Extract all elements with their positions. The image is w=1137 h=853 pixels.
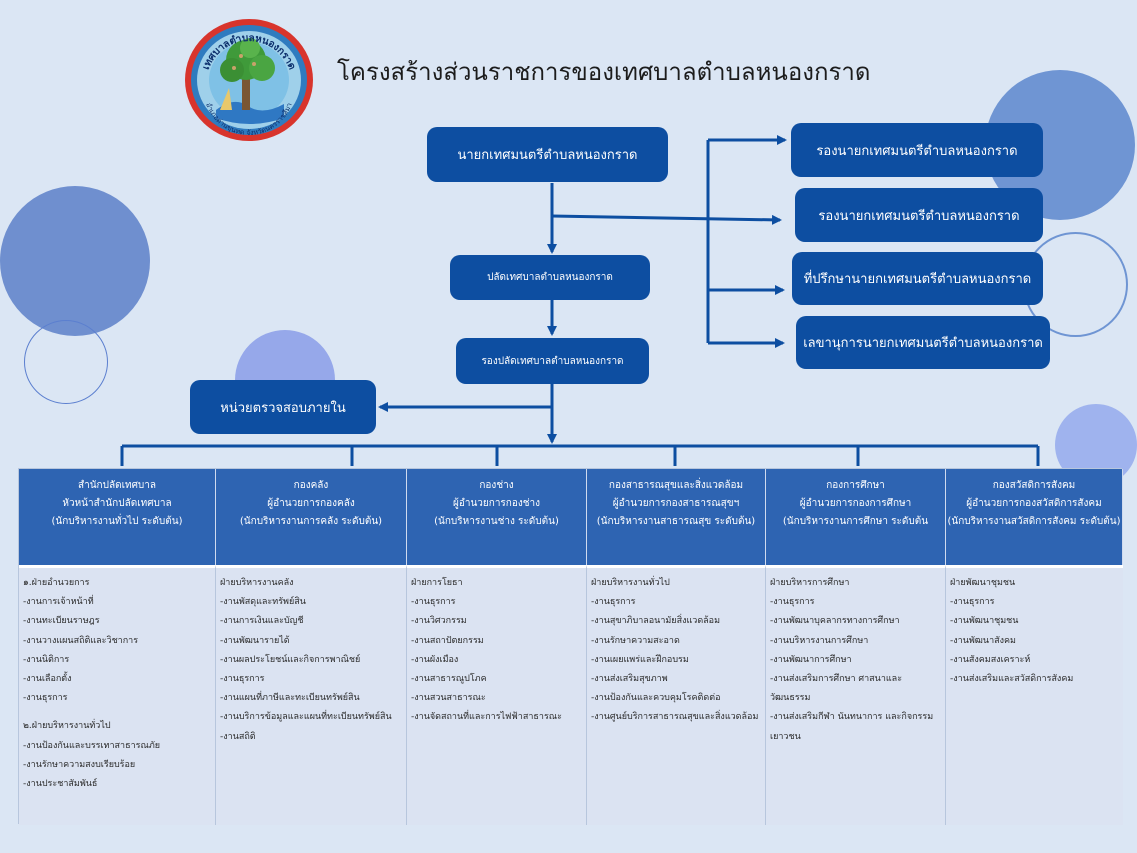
task-item: -งานทะเบียนราษฎร (23, 616, 100, 627)
mayor-advisor-box: ที่ปรึกษานายกเทศมนตรีตำบลหนองกราด (792, 252, 1043, 305)
department-name: กองสวัสดิการสังคม (992, 480, 1076, 491)
department-tasks: ฝ่ายบริหารงานคลัง -งานพัสดุและทรัพย์สิน … (216, 565, 407, 825)
task-item: -งานการเงินและบัญชี (220, 616, 304, 627)
page-title: โครงสร้างส่วนราชการของเทศบาลตำบลหนองกราด (337, 58, 871, 86)
department-head: ผู้อำนวยการกองสวัสดิการสังคม (966, 498, 1102, 509)
department-tasks: ฝ่ายการโยธา -งานธุรการ -งานวิศวกรรม -งาน… (407, 565, 587, 825)
department-name: กองคลัง (293, 480, 329, 491)
task-item: -งานวางแผนสถิติและวิชาการ (23, 635, 139, 646)
department-tasks: ๑.ฝ่ายอำนวยการ -งานการเจ้าหน้าที่ -งานทะ… (19, 565, 216, 825)
departments-table: สำนักปลัดเทศบาล หัวหน้าสำนักปลัดเทศบาล (… (18, 468, 1123, 825)
department-header: กองสวัสดิการสังคม ผู้อำนวยการกองสวัสดิกา… (946, 469, 1123, 565)
department-head: ผู้อำนวยการกองช่าง (452, 498, 541, 509)
task-item: -งานธุรการ (770, 597, 815, 608)
task-item: -งานศูนย์บริการสาธารณสุขและสิ่งแวดล้อม (591, 712, 759, 723)
deputy-clerk-box: รองปลัดเทศบาลตำบลหนองกราด (456, 338, 649, 384)
department-level: (นักบริหารงานช่าง ระดับต้น) (434, 516, 559, 527)
department-header: กองคลัง ผู้อำนวยการกองคลัง (นักบริหารงาน… (216, 469, 407, 565)
department-name: กองช่าง (479, 480, 514, 491)
task-item: ๒.ฝ่ายบริหารงานทั่วไป (23, 721, 111, 732)
mayor-box: นายกเทศมนตรีตำบลหนองกราด (427, 127, 668, 182)
deputy-mayor-box-2: รองนายกเทศมนตรีตำบลหนองกราด (795, 188, 1043, 242)
task-item: ฝ่ายการโยธา (411, 578, 463, 588)
task-item: -งานธุรการ (591, 597, 636, 608)
deputy-mayor-box-1: รองนายกเทศมนตรีตำบลหนองกราด (791, 123, 1043, 177)
task-item: -งานส่งเสริมกีฬา นันทนาการ และกิจกรรมเยา… (770, 712, 934, 742)
municipality-seal-logo: เทศบาลตำบลหนองกราด อำเภอด่านขุนทด จังหวั… (185, 19, 313, 141)
department-tasks: ฝ่ายพัฒนาชุมชน -งานธุรการ -งานพัฒนาชุมชน… (946, 565, 1123, 825)
municipal-clerk-box: ปลัดเทศบาลตำบลหนองกราด (450, 255, 650, 300)
department-head: ผู้อำนวยการกองคลัง (267, 498, 355, 509)
task-item: -งานพัสดุและทรัพย์สิน (220, 597, 306, 608)
task-item: -งานเผยแพร่และฝึกอบรม (591, 654, 689, 665)
task-item: -งานแผนที่ภาษีและทะเบียนทรัพย์สิน (220, 693, 360, 704)
task-item: -งานนิติการ (23, 654, 70, 665)
task-item: -งานบริการข้อมูลและแผนที่ทะเบียนทรัพย์สิ… (220, 712, 392, 723)
task-item: -งานส่งเสริมและสวัสดิการสังคม (950, 674, 1074, 685)
department-name: กองการศึกษา (826, 480, 885, 491)
department-name: สำนักปลัดเทศบาล (77, 480, 157, 491)
task-item: -งานสุขาภิบาลอนามัยสิ่งแวดล้อม (591, 616, 721, 627)
task-item: -งานจัดสถานที่และการไฟฟ้าสาธารณะ (411, 712, 562, 723)
department-level: (นักบริหารงานสวัสดิการสังคม ระดับต้น) (947, 516, 1121, 527)
department-header: สำนักปลัดเทศบาล หัวหน้าสำนักปลัดเทศบาล (… (19, 469, 216, 565)
task-item: -งานพัฒนาสังคม (950, 635, 1016, 646)
task-item: -งานรักษาความสะอาด (591, 635, 680, 646)
mayor-secretary-box: เลขานุการนายกเทศมนตรีตำบลหนองกราด (796, 316, 1050, 369)
task-item: -งานป้องกันและควบคุมโรคติดต่อ (591, 693, 721, 704)
task-item: ฝ่ายพัฒนาชุมชน (950, 578, 1016, 588)
task-item: ฝ่ายบริหารงานคลัง (220, 578, 294, 588)
department-name: กองสาธารณสุขและสิ่งแวดล้อม (608, 480, 744, 491)
department-level: (นักบริหารงานการคลัง ระดับต้น) (239, 516, 383, 527)
task-item: -งานสวนสาธารณะ (411, 693, 486, 704)
task-item: -งานประชาสัมพันธ์ (23, 779, 98, 790)
task-item: -งานส่งเสริมสุขภาพ (591, 674, 668, 685)
task-item: -งานพัฒนาบุคลากรทางการศึกษา (770, 616, 900, 627)
task-item: -งานธุรการ (220, 674, 265, 685)
task-item: -งานสถาปัตยกรรม (411, 635, 484, 646)
task-item: -งานพัฒนาการศึกษา (770, 654, 852, 665)
task-item: -งานผังเมือง (411, 654, 459, 665)
task-item: -งานสังคมสงเคราะห์ (950, 654, 1031, 665)
department-level: (นักบริหารงานทั่วไป ระดับต้น) (51, 516, 183, 527)
task-item: -งานการเจ้าหน้าที่ (23, 597, 94, 608)
task-item: -งานธุรการ (23, 693, 68, 704)
task-item: -งานป้องกันและบรรเทาสาธารณภัย (23, 740, 161, 751)
task-item: -งานวิศวกรรม (411, 616, 467, 627)
task-item: -งานเลือกตั้ง (23, 674, 72, 685)
department-tasks: ฝ่ายบริหารการศึกษา -งานธุรการ -งานพัฒนาบ… (766, 565, 946, 825)
department-header: กองการศึกษา ผู้อำนวยการกองการศึกษา (นักบ… (766, 469, 946, 565)
department-header: กองช่าง ผู้อำนวยการกองช่าง (นักบริหารงาน… (407, 469, 587, 565)
department-level: (นักบริหารงานการศึกษา ระดับต้น (782, 516, 929, 527)
task-item: -งานธุรการ (411, 597, 456, 608)
department-head: ผู้อำนวยการกองการศึกษา (799, 498, 912, 509)
task-item: -งานรักษาความสงบเรียบร้อย (23, 759, 136, 770)
spacer (23, 708, 211, 717)
task-item: -งานธุรการ (950, 597, 995, 608)
task-item: ฝ่ายบริหารการศึกษา (770, 578, 850, 588)
task-item: -งานสาธารณูปโภค (411, 674, 487, 685)
department-head: หัวหน้าสำนักปลัดเทศบาล (62, 498, 172, 509)
department-tasks: ฝ่ายบริหารงานทั่วไป -งานธุรการ -งานสุขาภ… (587, 565, 766, 825)
task-item: -งานพัฒนารายได้ (220, 635, 290, 646)
task-item: ฝ่ายบริหารงานทั่วไป (591, 578, 670, 588)
task-item: -งานบริหารงานการศึกษา (770, 635, 869, 646)
department-level: (นักบริหารงานสาธารณสุข ระดับต้น) (596, 516, 756, 527)
department-head: ผู้อำนวยการกองสาธารณสุขฯ (612, 498, 740, 509)
decor-circle-outline (24, 320, 108, 404)
decor-circle (0, 186, 150, 336)
internal-audit-box: หน่วยตรวจสอบภายใน (190, 380, 376, 434)
task-item: ๑.ฝ่ายอำนวยการ (23, 578, 90, 588)
department-header: กองสาธารณสุขและสิ่งแวดล้อม ผู้อำนวยการกอ… (587, 469, 766, 565)
task-item: -งานส่งเสริมการศึกษา ศาสนาและวัฒนธรรม (770, 674, 903, 704)
task-item: -งานพัฒนาชุมชน (950, 616, 1019, 627)
task-item: -งานสถิติ (220, 731, 256, 742)
task-item: -งานผลประโยชน์และกิจการพาณิชย์ (220, 654, 361, 665)
